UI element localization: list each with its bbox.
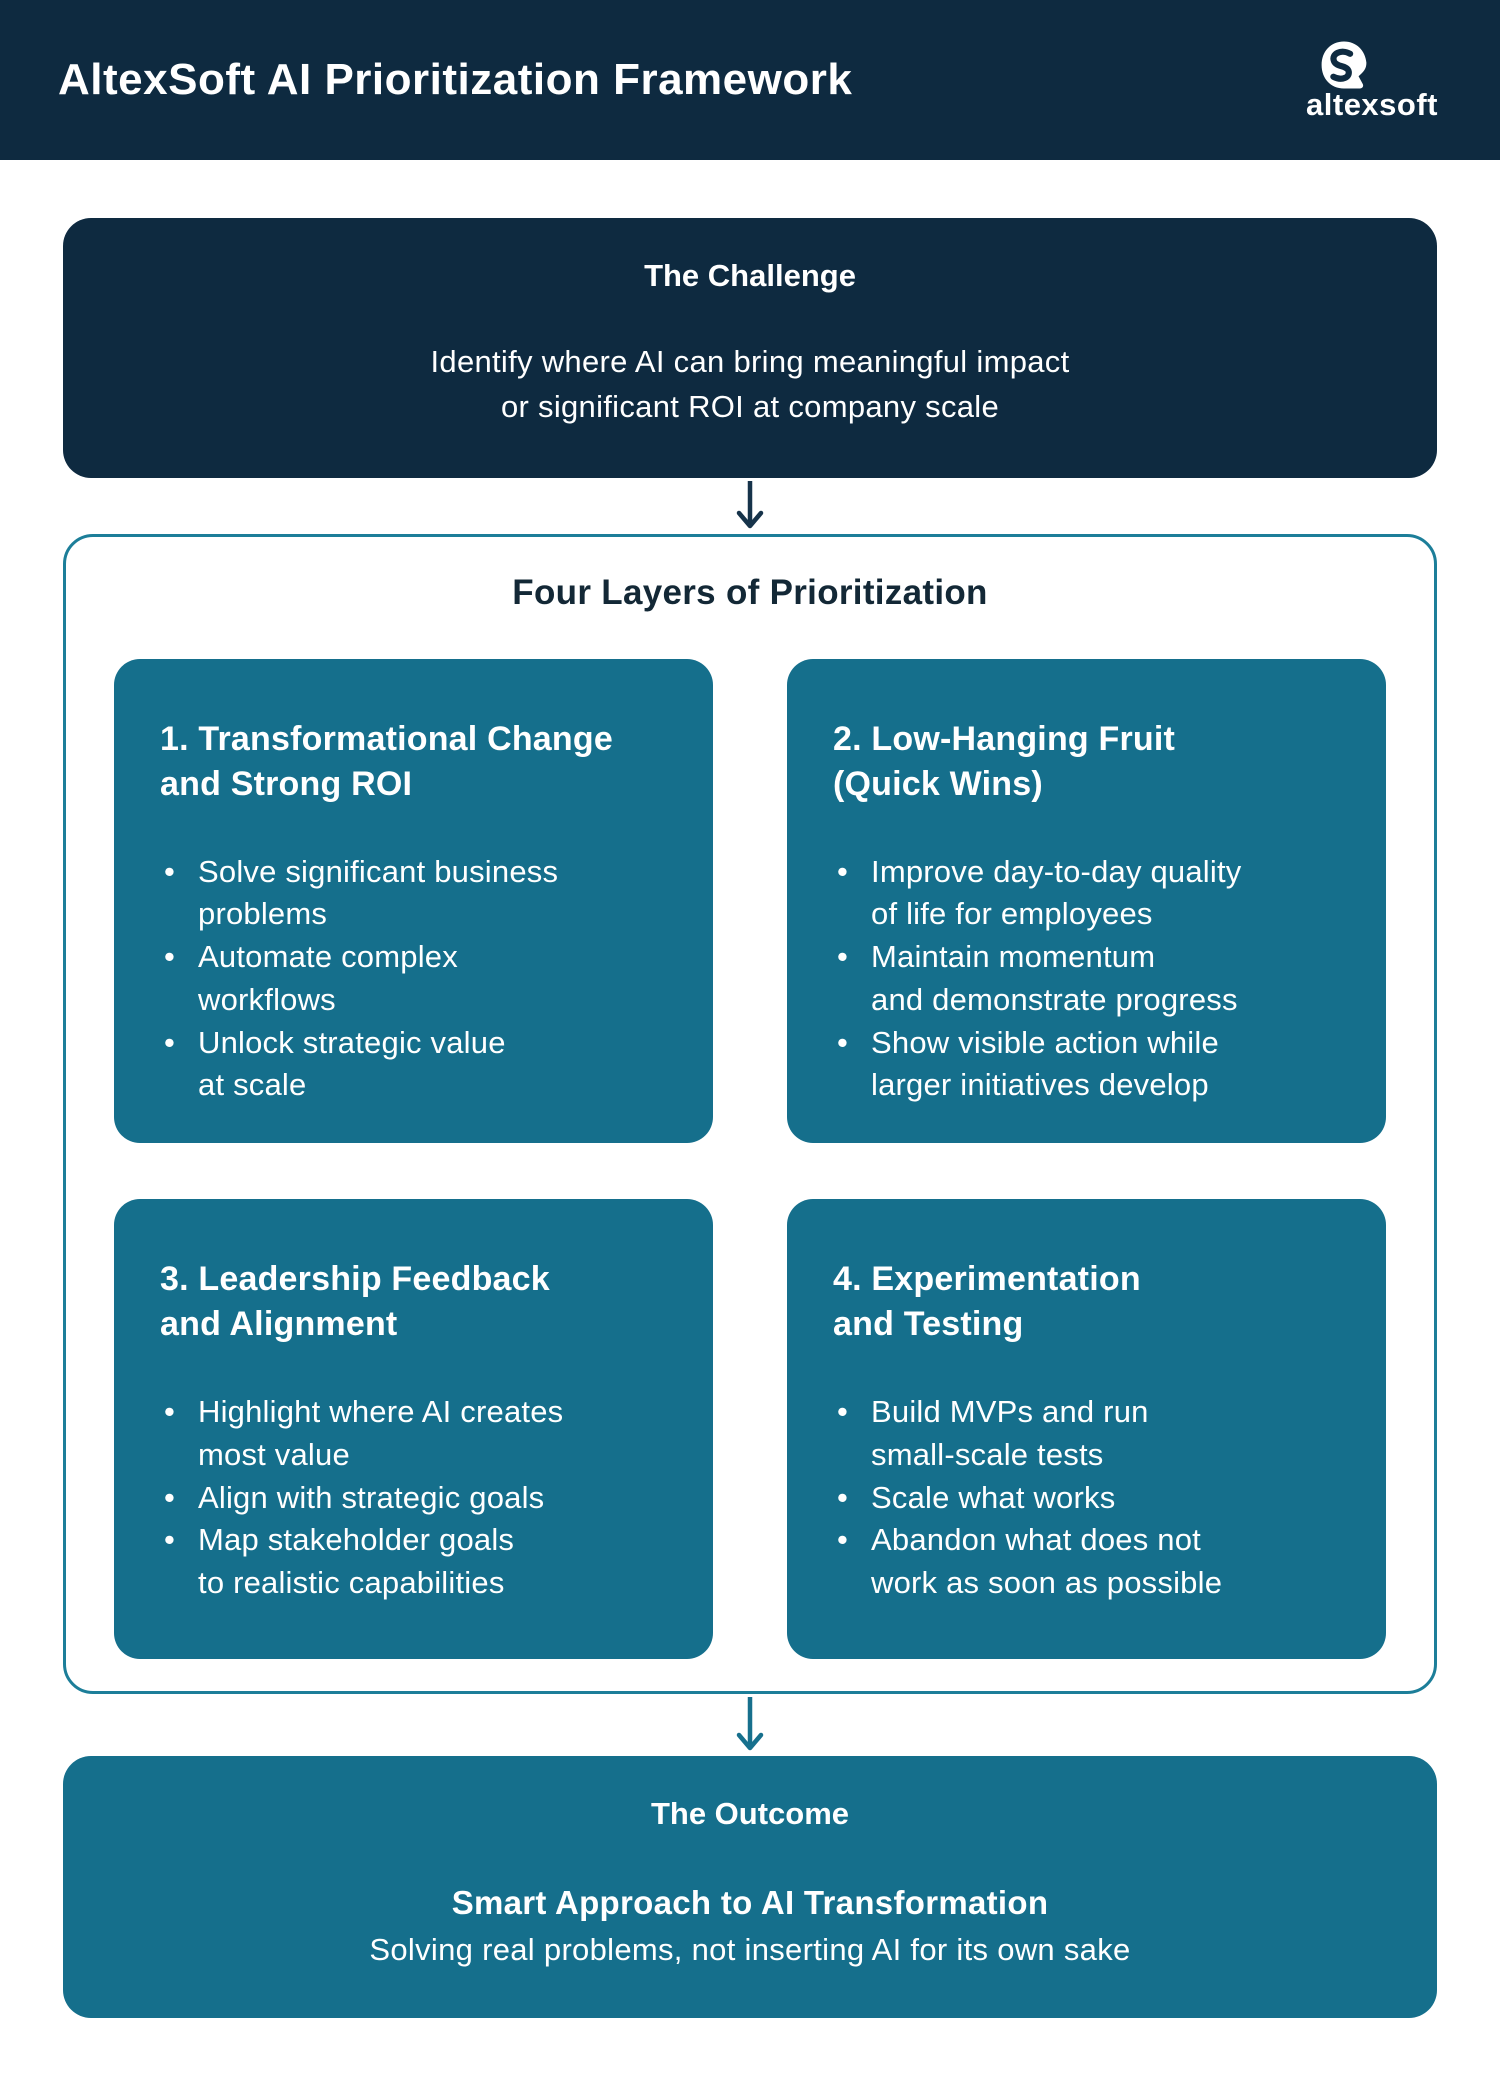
altexsoft-logo: altexsoft: [1282, 37, 1438, 123]
four-layers-title: Four Layers of Prioritization: [512, 572, 988, 612]
card-title: 1. Transformational Change and Strong RO…: [160, 719, 613, 803]
bullet-text: Highlight where AI creates most value: [198, 1393, 564, 1472]
bullet-icon: •: [164, 1393, 176, 1429]
bullet-icon: •: [164, 1479, 176, 1515]
bullet-icon: •: [837, 1522, 849, 1558]
list-item: • Solve significant business problems: [160, 851, 671, 937]
bullet-icon: •: [837, 1479, 849, 1515]
bullet-text: Maintain momentum and demonstrate progre…: [871, 939, 1238, 1017]
list-item: • Scale what works: [833, 1477, 1344, 1520]
cards-grid: 1. Transformational Change and Strong RO…: [114, 658, 1386, 1660]
outcome-subtitle: Smart Approach to AI Transformation: [451, 1884, 1049, 1922]
flow-connector-2: [0, 1694, 1500, 1756]
list-item: • Abandon what does not work as soon as …: [833, 1519, 1344, 1605]
card-title: 4. Experimentation and Testing: [833, 1260, 1141, 1344]
bullet-text: Map stakeholder goals to realistic capab…: [198, 1522, 515, 1601]
outcome-title: The Outcome: [650, 1796, 850, 1832]
challenge-title: The Challenge: [644, 258, 856, 293]
card-bullet-list: • Solve significant business problems • …: [160, 851, 671, 1108]
card-title: 3. Leadership Feedback and Alignment: [160, 1260, 550, 1344]
bullet-icon: •: [164, 939, 176, 975]
four-layers-container: Four Layers of Prioritization 1. Transfo…: [63, 533, 1437, 1695]
arrow-down-icon: [736, 1697, 764, 1751]
bullet-text: Solve significant business problems: [198, 853, 559, 932]
bullet-text: Automate complex workflows: [198, 939, 458, 1017]
list-item: • Improve day-to-day quality of life for…: [833, 851, 1344, 937]
bullet-text: Show visible action while larger initiat…: [871, 1024, 1219, 1103]
list-item: • Automate complex workflows: [160, 936, 671, 1022]
bullet-icon: •: [837, 1024, 849, 1060]
page-title: AltexSoft AI Prioritization Framework: [58, 55, 853, 104]
list-item: • Align with strategic goals: [160, 1477, 671, 1520]
bullet-text: Build MVPs and run small-scale tests: [871, 1393, 1149, 1472]
list-item: • Maintain momentum and demonstrate prog…: [833, 936, 1344, 1022]
altexsoft-logo-icon: [1321, 41, 1367, 89]
card-leadership-feedback: 3. Leadership Feedback and Alignment • H…: [114, 1199, 713, 1660]
card-experimentation-testing: 4. Experimentation and Testing • Build M…: [787, 1199, 1386, 1660]
list-item: • Unlock strategic value at scale: [160, 1022, 671, 1108]
challenge-box: The Challenge Identify where AI can brin…: [63, 218, 1437, 478]
card-bullet-list: • Highlight where AI creates most value …: [160, 1391, 671, 1605]
bullet-text: Align with strategic goals: [198, 1479, 545, 1515]
outcome-body: Solving real problems, not inserting AI …: [369, 1932, 1131, 1968]
bullet-icon: •: [837, 1393, 849, 1429]
bullet-text: Improve day-to-day quality of life for e…: [871, 853, 1242, 932]
bullet-icon: •: [164, 1024, 176, 1060]
list-item: • Map stakeholder goals to realistic cap…: [160, 1519, 671, 1605]
outcome-box: The Outcome Smart Approach to AI Transfo…: [63, 1756, 1437, 2019]
card-bullet-list: • Build MVPs and run small-scale tests •…: [833, 1391, 1344, 1605]
list-item: • Build MVPs and run small-scale tests: [833, 1391, 1344, 1477]
bullet-text: Scale what works: [871, 1479, 1116, 1515]
bullet-text: Unlock strategic value at scale: [198, 1024, 506, 1103]
card-transformational-change: 1. Transformational Change and Strong RO…: [114, 658, 713, 1144]
card-bullet-list: • Improve day-to-day quality of life for…: [833, 851, 1344, 1108]
challenge-body: Identify where AI can bring meaningful i…: [430, 344, 1070, 424]
arrow-down-icon: [736, 480, 764, 529]
card-title: 2. Low-Hanging Fruit (Quick Wins): [833, 719, 1176, 803]
bullet-text: Abandon what does not work as soon as po…: [871, 1522, 1223, 1601]
list-item: • Show visible action while larger initi…: [833, 1022, 1344, 1108]
bullet-icon: •: [164, 1522, 176, 1558]
header: AltexSoft AI Prioritization Framework al…: [0, 0, 1500, 160]
flow-connector-1: [0, 478, 1500, 534]
bullet-icon: •: [837, 939, 849, 975]
card-low-hanging-fruit: 2. Low-Hanging Fruit (Quick Wins) • Impr…: [787, 658, 1386, 1144]
bullet-icon: •: [164, 853, 176, 889]
bullet-icon: •: [837, 853, 849, 889]
altexsoft-wordmark: altexsoft: [1306, 87, 1438, 122]
list-item: • Highlight where AI creates most value: [160, 1391, 671, 1477]
